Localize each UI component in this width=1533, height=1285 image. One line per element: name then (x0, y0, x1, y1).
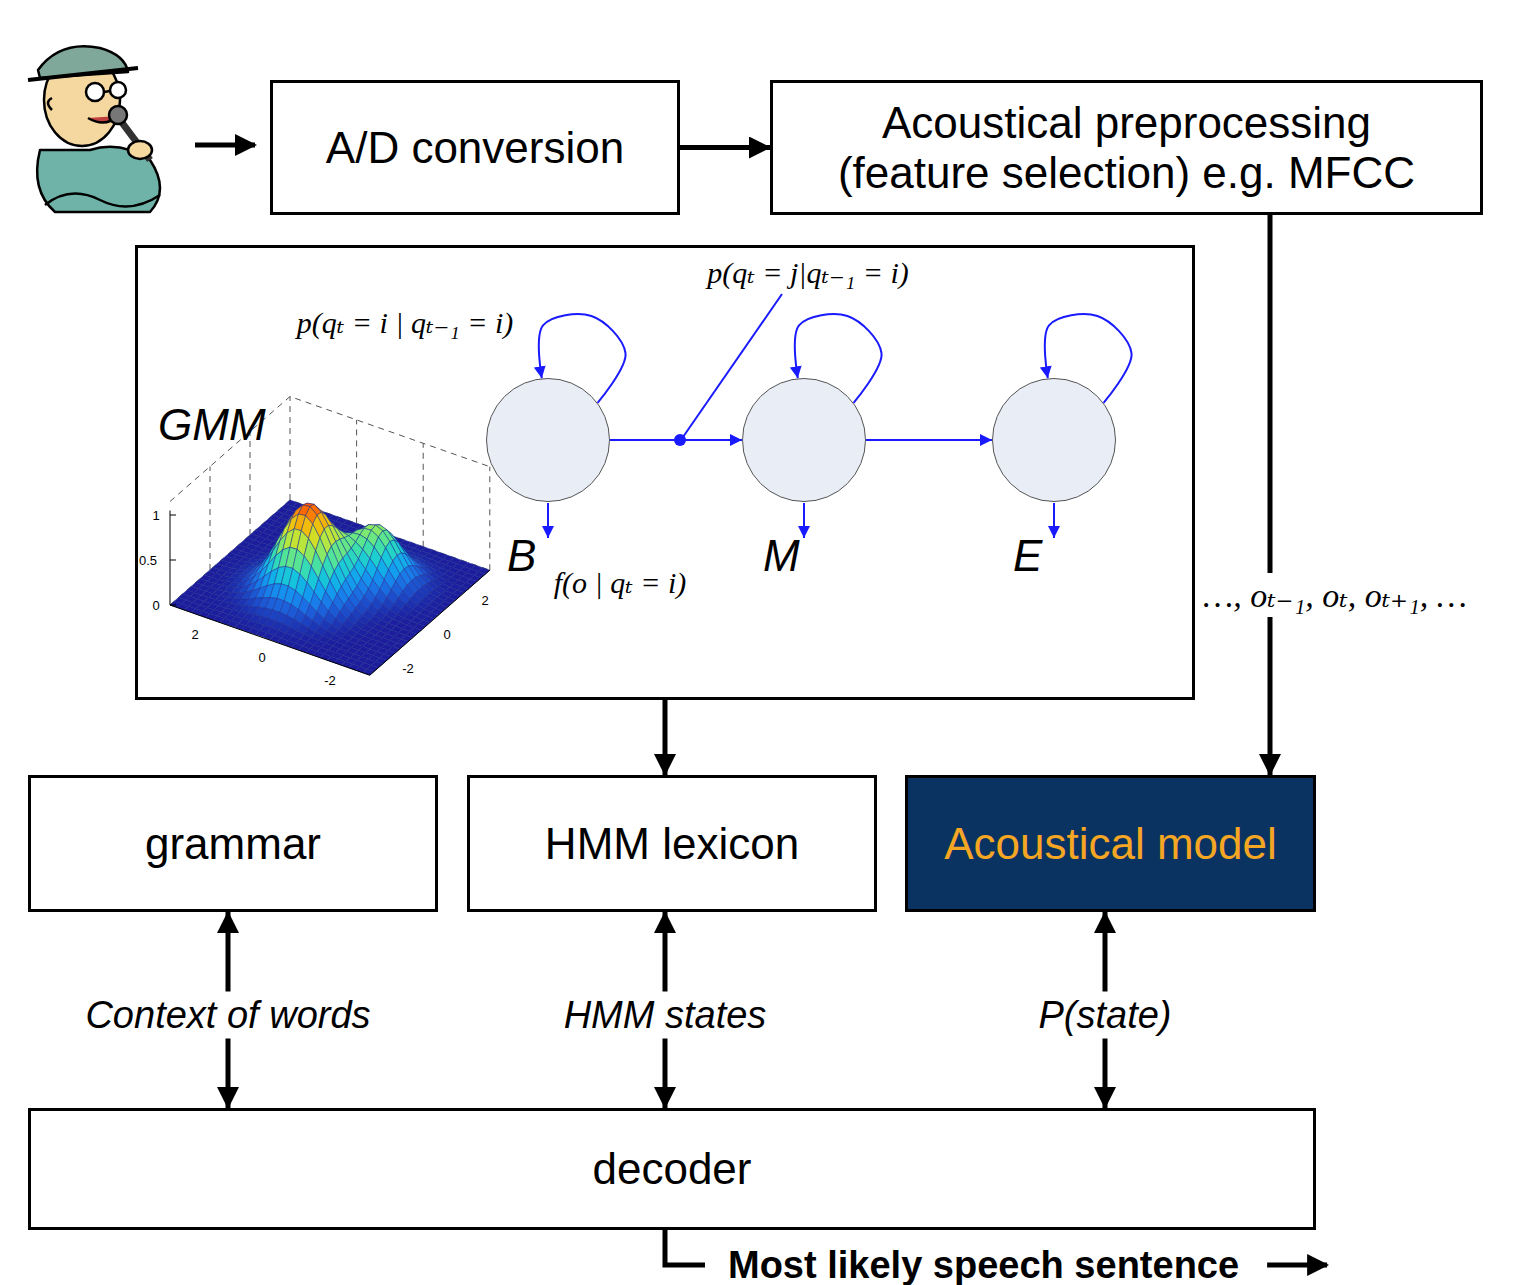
node-label: A/D conversion (326, 123, 624, 172)
module-box: HMM lexicon (467, 775, 877, 912)
edge-label: P(state) (1032, 992, 1177, 1039)
state-circle: E (992, 378, 1116, 502)
axis-tick: 0 (152, 598, 159, 613)
edge-label: HMM states (558, 992, 773, 1039)
hmm-panel: GMM B M E (135, 245, 1195, 700)
connector (1268, 215, 1273, 775)
axis-tick: 2 (481, 593, 488, 608)
node-label: HMM lexicon (545, 819, 799, 868)
output-arrow (1267, 1263, 1327, 1268)
edge-label: Context of words (79, 992, 376, 1039)
state-circle: B (486, 378, 610, 502)
node-label: Acoustical model (944, 819, 1277, 868)
connector (680, 145, 770, 150)
node-label: M (763, 531, 800, 581)
input-arrow (195, 143, 255, 148)
node-label: E (1013, 531, 1042, 581)
process-box: Acoustical preprocessing (feature select… (770, 80, 1483, 215)
output-label: Most likely speech sentence (728, 1244, 1239, 1285)
connector (866, 439, 992, 441)
connector (610, 439, 742, 441)
transition-probability: p(qₜ = i | qₜ₋₁ = i) (297, 305, 513, 340)
axis-tick: -2 (402, 661, 414, 676)
node-label: decoder (592, 1144, 751, 1193)
axis-tick: 0.5 (139, 553, 157, 568)
emission-arrows (548, 503, 1054, 538)
process-box: A/D conversion (270, 80, 680, 215)
connector (663, 700, 668, 775)
emission-density: f(o | qₜ = i) (554, 565, 687, 600)
output-line (665, 1230, 705, 1265)
state-circle: M (742, 378, 866, 502)
node-label: grammar (145, 819, 321, 868)
node-label: B (507, 531, 536, 581)
axis-tick: 0 (258, 650, 265, 665)
decoder-box: decoder (28, 1108, 1316, 1230)
speaker-illustration (28, 46, 160, 212)
axis-tick: 2 (191, 627, 198, 642)
edge-label: …, oₜ₋₁, oₜ, oₜ₊₁, … (1197, 573, 1473, 617)
node-label: GMM (158, 400, 266, 450)
node-label: Acoustical preprocessing (feature select… (807, 98, 1447, 197)
axis-tick: 1 (152, 508, 159, 523)
module-box: grammar (28, 775, 438, 912)
module-box: Acoustical model (905, 775, 1316, 912)
transition-probability: p(qₜ = j|qₜ₋₁ = i) (707, 255, 908, 290)
axis-tick: 0 (443, 627, 450, 642)
axis-tick: -2 (324, 673, 336, 688)
